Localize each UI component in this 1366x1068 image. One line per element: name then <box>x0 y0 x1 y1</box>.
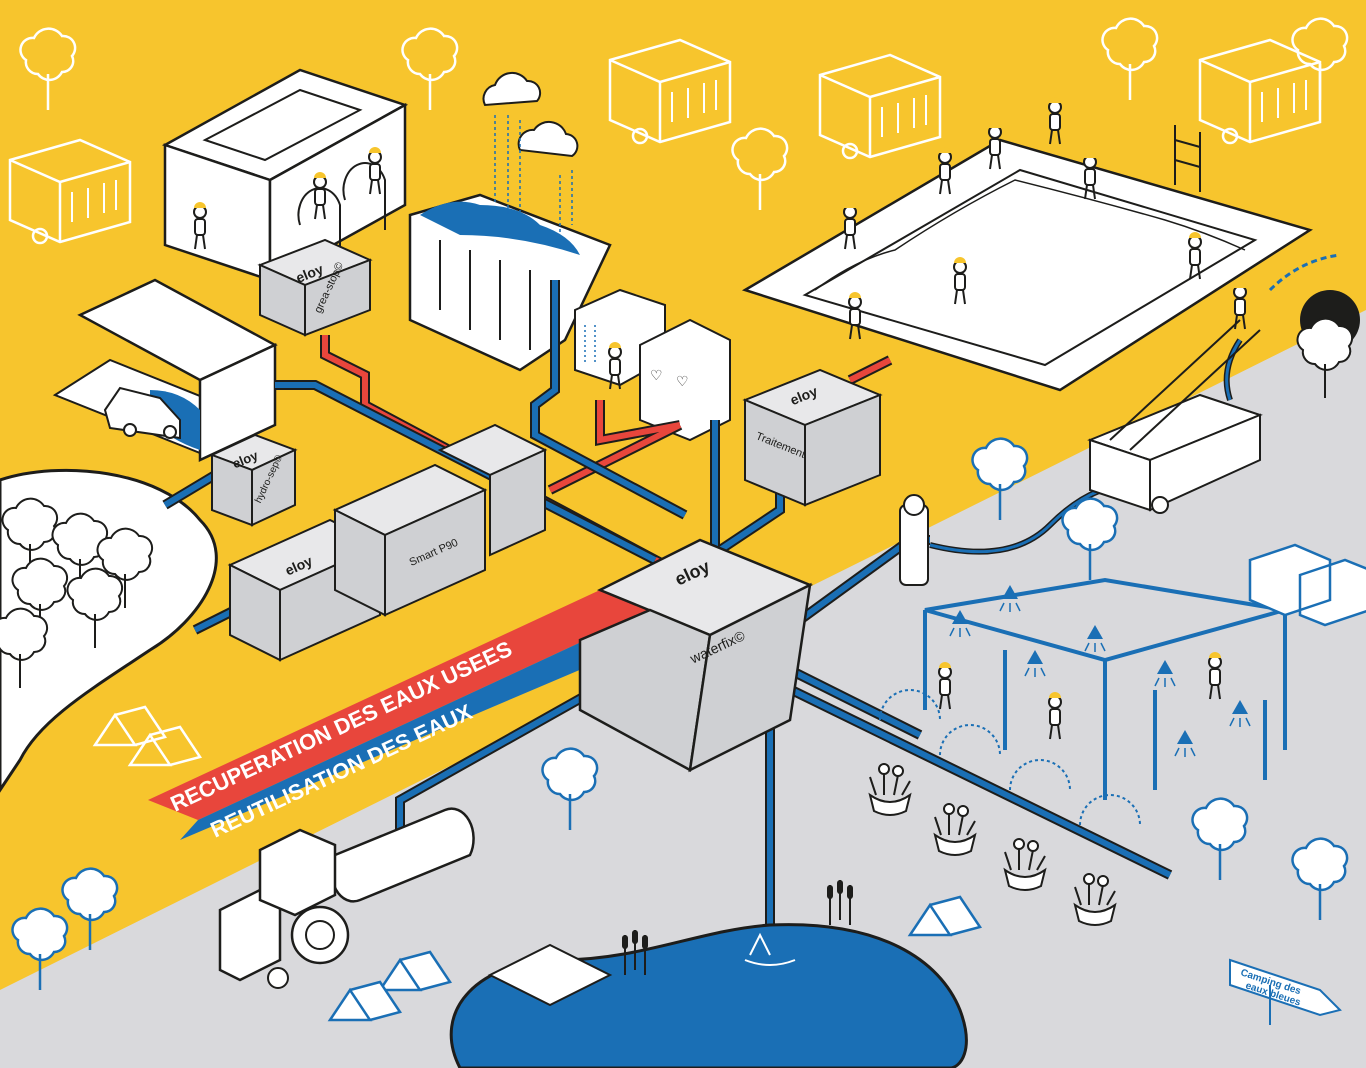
pergola <box>923 577 1287 800</box>
person-icon <box>1208 651 1222 700</box>
sprinkler-icon <box>1084 624 1106 653</box>
sprinkler-icon <box>999 584 1021 613</box>
shower-toilets: ♡ ♡ <box>574 288 731 442</box>
sanitary-building <box>161 68 409 283</box>
fire-truck-icon <box>1087 281 1263 514</box>
sprinkler-icon <box>1024 649 1046 678</box>
swimming-pool <box>741 96 1313 392</box>
hydrosep-unit: eloy hydro-sep© <box>209 433 298 527</box>
tractor-icon <box>218 807 475 989</box>
smart-p90-unit: Smart P90 <box>332 423 548 617</box>
traitement-unit: eloy Traitement <box>742 368 883 507</box>
person-icon <box>1048 691 1062 740</box>
cloud-icon <box>482 71 579 235</box>
waterfix-unit: eloy waterfix© <box>578 538 814 773</box>
sprinkler-icon <box>1174 729 1196 758</box>
sprinkler-icon <box>1154 659 1176 688</box>
burning-tree <box>1296 290 1360 399</box>
person-icon <box>938 661 952 710</box>
sprinkler-icon <box>1229 699 1251 728</box>
hydrant-icon <box>899 494 929 586</box>
svg-text:♡: ♡ <box>650 367 663 383</box>
caravan-icon <box>1248 543 1366 627</box>
car-icon <box>103 386 181 440</box>
river <box>0 468 218 793</box>
sprinkler-icon <box>949 609 971 638</box>
car-wash <box>52 278 278 462</box>
campsite-sign: Camping des eaux bleues <box>1229 958 1342 1025</box>
svg-text:♡: ♡ <box>676 373 689 389</box>
pond <box>449 879 968 1068</box>
grease-stop-unit: eloy grea-stop© <box>257 238 373 337</box>
